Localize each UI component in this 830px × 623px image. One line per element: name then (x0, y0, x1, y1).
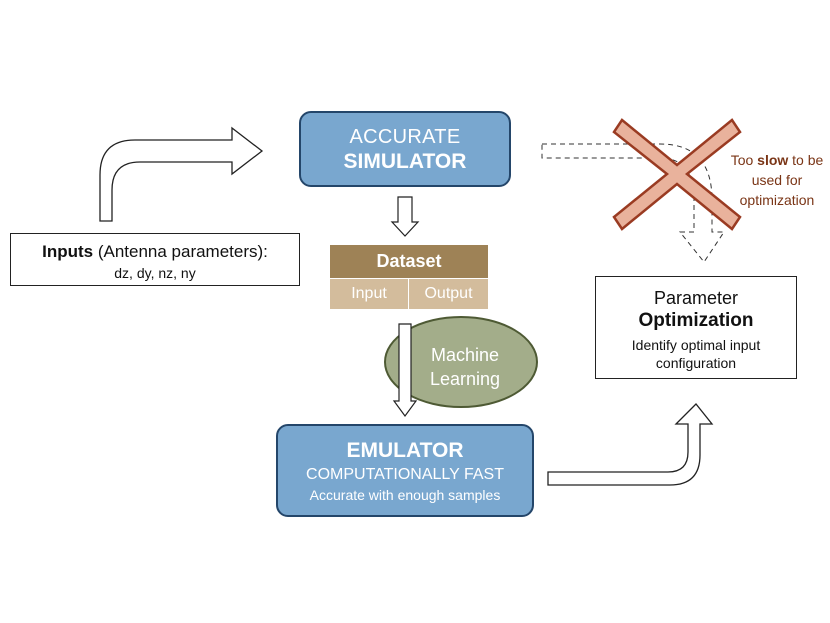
machine-learning-ellipse (384, 316, 538, 408)
emulator-title: EMULATOR (346, 439, 464, 462)
emulator-box: EMULATOR COMPUTATIONALLY FAST Accurate w… (276, 424, 534, 517)
too-slow-note: Too slow to be used for optimization (730, 152, 824, 208)
slow-path-dashed-arrow (541, 143, 725, 263)
dataset-header: Dataset (330, 245, 488, 278)
ml-line1: Machine (430, 345, 500, 365)
emulator-note: Accurate with enough samples (309, 487, 501, 503)
emulator-to-optimization-arrow (547, 403, 714, 486)
simulator-to-dataset-arrow (390, 196, 420, 237)
machine-learning-label: Machine Learning (395, 343, 535, 391)
dataset-to-emulator-arrow (392, 323, 418, 418)
dataset-input-cell: Input (330, 279, 408, 309)
optimization-line1: Parameter (653, 288, 739, 308)
accurate-simulator-box: ACCURATE SIMULATOR (299, 111, 511, 187)
simulator-line2: SIMULATOR (343, 150, 467, 173)
cross-mark-icon (612, 118, 742, 231)
optimization-desc-a: Identify optimal input (631, 337, 761, 353)
inputs-to-simulator-arrow (99, 126, 264, 222)
parameter-optimization-box: Parameter Optimization Identify optimal … (595, 276, 797, 379)
optimization-description: Identify optimal input configuration (596, 336, 796, 372)
simulator-line1: ACCURATE (349, 126, 461, 148)
inputs-box: Inputs (Antenna parameters): dz, dy, nz,… (10, 233, 300, 286)
inputs-title: Inputs (Antenna parameters): (42, 242, 268, 261)
emulator-subtitle: COMPUTATIONALLY FAST (306, 466, 504, 483)
inputs-params: dz, dy, nz, ny (114, 265, 196, 281)
dataset-output-cell: Output (409, 279, 488, 309)
optimization-line2: Optimization (638, 310, 754, 331)
ml-line2: Learning (429, 369, 501, 389)
optimization-desc-b: configuration (655, 355, 737, 371)
